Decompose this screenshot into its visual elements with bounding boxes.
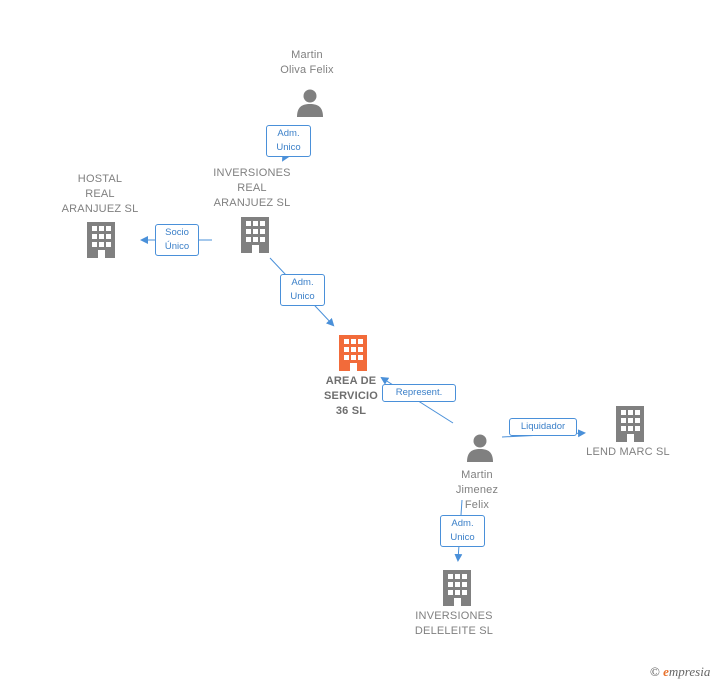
building-icon-highlight[interactable] bbox=[337, 335, 369, 371]
node-label-hostal-real[interactable]: HOSTAL REAL ARANJUEZ SL bbox=[61, 173, 139, 215]
edge-label-adm-unico-1[interactable]: Adm. Unico bbox=[266, 125, 311, 157]
edge-label-socio-unico[interactable]: Socio Único bbox=[155, 224, 199, 256]
building-icon[interactable] bbox=[85, 222, 117, 258]
node-label-martin-oliva[interactable]: Martin Oliva Felix bbox=[280, 49, 334, 76]
edge-label-liquidador[interactable]: Liquidador bbox=[509, 418, 577, 436]
building-icon[interactable] bbox=[614, 406, 646, 442]
building-icon[interactable] bbox=[239, 217, 271, 253]
building-icon[interactable] bbox=[441, 570, 473, 606]
node-label-area-servicio[interactable]: AREA DE SERVICIO 36 SL bbox=[324, 375, 378, 417]
node-label-inversiones-deleleite[interactable]: INVERSIONES DELELEITE SL bbox=[414, 610, 494, 637]
brand-name: mpresia bbox=[668, 664, 711, 679]
brand-logo: © empresia bbox=[650, 664, 710, 680]
edge-label-adm-unico-2[interactable]: Adm. Unico bbox=[280, 274, 325, 306]
node-label-martin-jimenez[interactable]: Martin Jimenez Felix bbox=[455, 469, 499, 511]
edge-label-adm-unico-3[interactable]: Adm. Unico bbox=[440, 515, 485, 547]
brand-e-letter: e bbox=[663, 664, 669, 679]
edge-label-represent[interactable]: Represent. bbox=[382, 384, 456, 402]
copyright-symbol: © bbox=[650, 664, 660, 679]
person-icon[interactable] bbox=[295, 88, 325, 118]
person-icon[interactable] bbox=[465, 433, 495, 463]
node-label-inversiones-real[interactable]: INVERSIONES REAL ARANJUEZ SL bbox=[213, 167, 291, 209]
node-label-lend-marc[interactable]: LEND MARC SL bbox=[586, 446, 670, 458]
